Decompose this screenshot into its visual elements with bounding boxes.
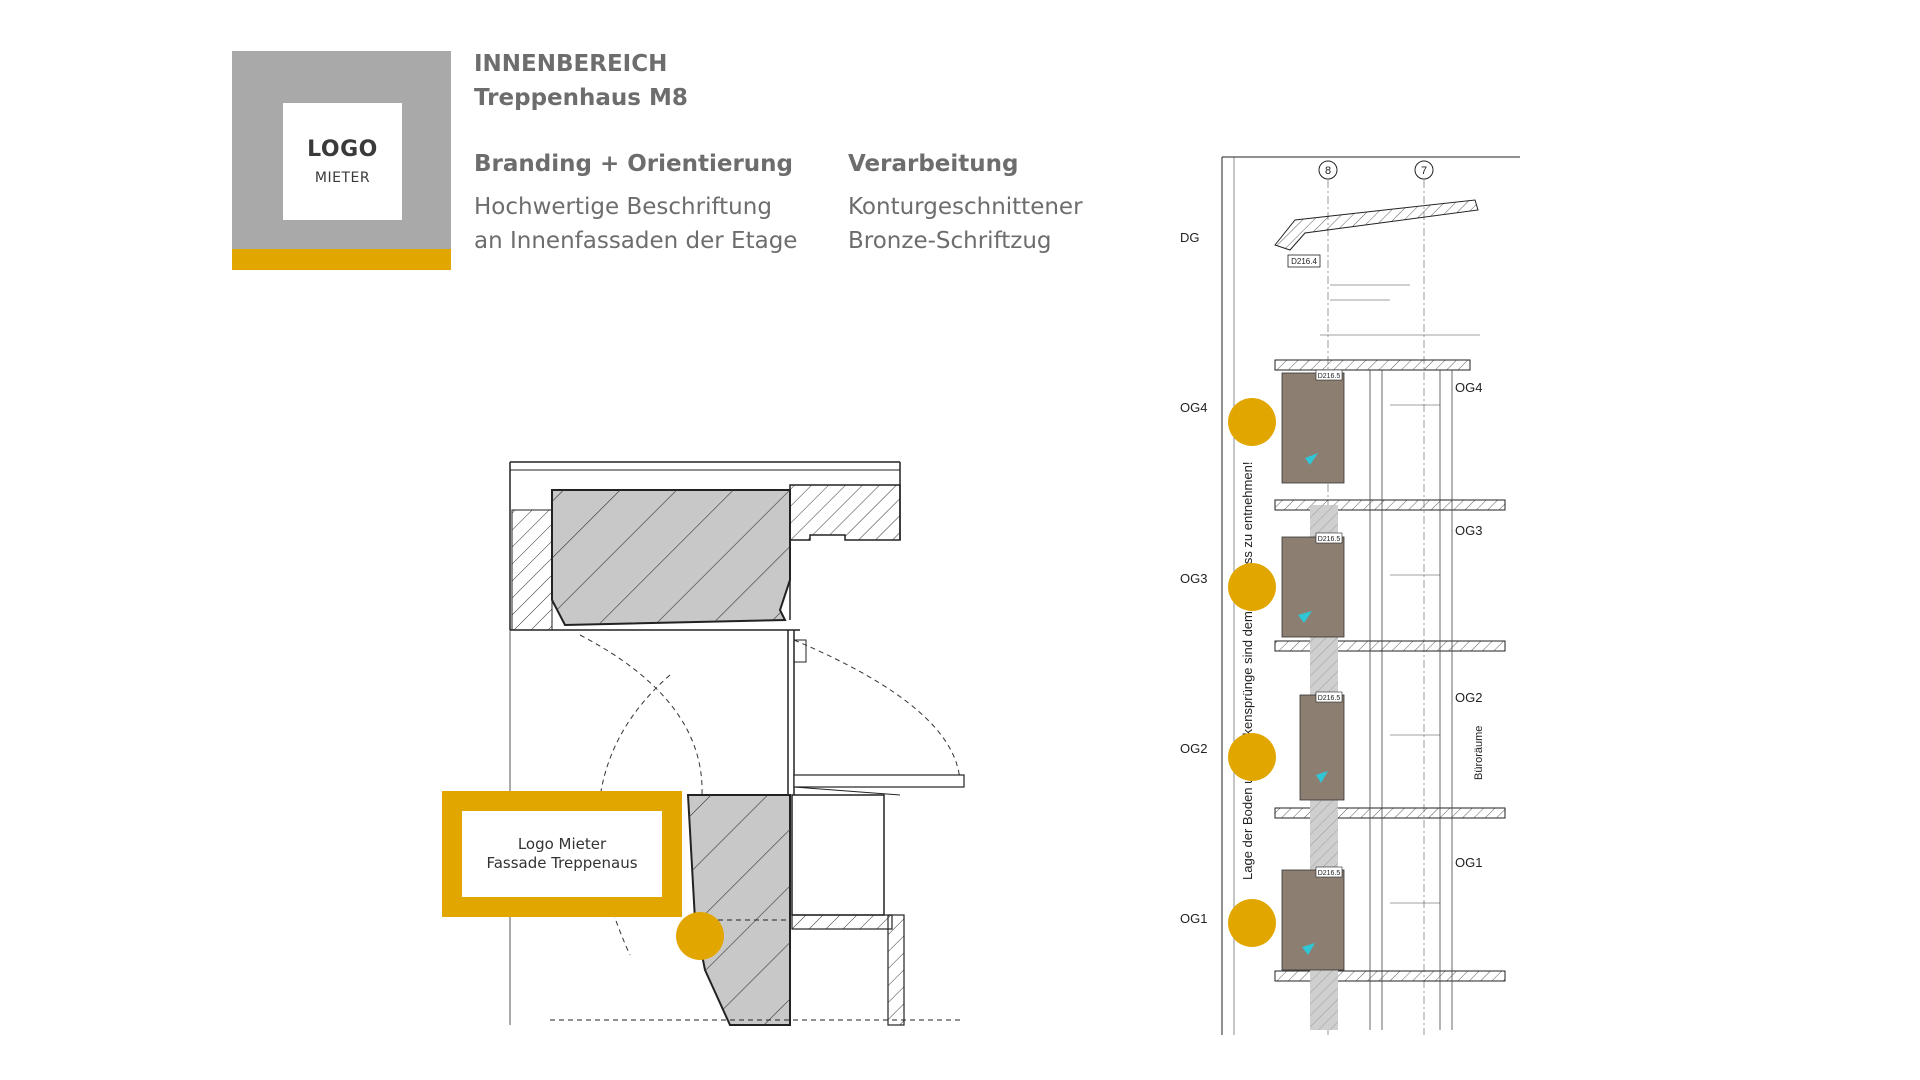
logo-line2: MIETER xyxy=(314,170,371,186)
tag-og2: D216.5 xyxy=(1318,695,1341,702)
branding-heading: Branding + Orientierung xyxy=(474,151,794,177)
marker-dot-og1 xyxy=(1228,899,1276,947)
callout-line1: Logo Mieter xyxy=(517,835,607,853)
callout-line2: Fassade Treppenaus xyxy=(486,854,638,872)
floor-label-og2-left: OG2 xyxy=(1180,741,1208,756)
floor-label-og1-right: OG1 xyxy=(1455,855,1483,870)
marker-dot-og4 xyxy=(1228,398,1276,446)
logo-mieter-callout: Logo Mieter Fassade Treppenaus xyxy=(442,791,682,917)
processing-line2: Bronze-Schriftzug xyxy=(848,228,1052,254)
branding-line1: Hochwertige Beschriftung xyxy=(474,194,772,220)
logo-accent-bar xyxy=(232,249,451,270)
logo-line1: LOGO xyxy=(307,137,378,162)
processing-line1: Konturgeschnittener xyxy=(848,194,1083,220)
floor-label-og4-right: OG4 xyxy=(1455,380,1483,395)
side-label-bueroraeume: Büroräume xyxy=(1473,726,1485,780)
callout-label: Logo Mieter Fassade Treppenaus xyxy=(462,811,662,897)
marker-dot-og2 xyxy=(1228,733,1276,781)
tag-og4: D216.5 xyxy=(1318,373,1341,380)
tag-og3: D216.5 xyxy=(1318,536,1341,543)
tag-d216-4: D216.4 xyxy=(1291,257,1317,266)
processing-heading: Verarbeitung xyxy=(848,151,1019,177)
section-drawing: 8 7 D216.4 D216.5 D216.5 D216.5 D216.5 B… xyxy=(1221,156,1520,1035)
floor-label-og3-right: OG3 xyxy=(1455,523,1483,538)
marker-dot-plan xyxy=(676,912,724,960)
floor-plan-detail xyxy=(509,461,965,1026)
floor-label-og2-right: OG2 xyxy=(1455,690,1483,705)
branding-line2: an Innenfassaden der Etage xyxy=(474,228,798,254)
axis-label-right: 7 xyxy=(1421,165,1427,177)
tag-og1: D216.5 xyxy=(1318,870,1341,877)
axis-label-left: 8 xyxy=(1325,165,1331,177)
floor-label-og1-left: OG1 xyxy=(1180,911,1208,926)
marker-dot-og3 xyxy=(1228,563,1276,611)
vertical-note: Lage der Boden und Deckensprünge sind de… xyxy=(1240,462,1255,880)
logo-placeholder: LOGO MIETER xyxy=(283,103,402,220)
floor-label-og4-left: OG4 xyxy=(1180,400,1208,415)
floor-label-dg: DG xyxy=(1180,230,1200,245)
page-subtitle: Treppenhaus M8 xyxy=(474,85,688,111)
logo-tile: LOGO MIETER xyxy=(232,51,451,270)
floor-label-og3-left: OG3 xyxy=(1180,571,1208,586)
page-title: INNENBEREICH xyxy=(474,51,668,77)
